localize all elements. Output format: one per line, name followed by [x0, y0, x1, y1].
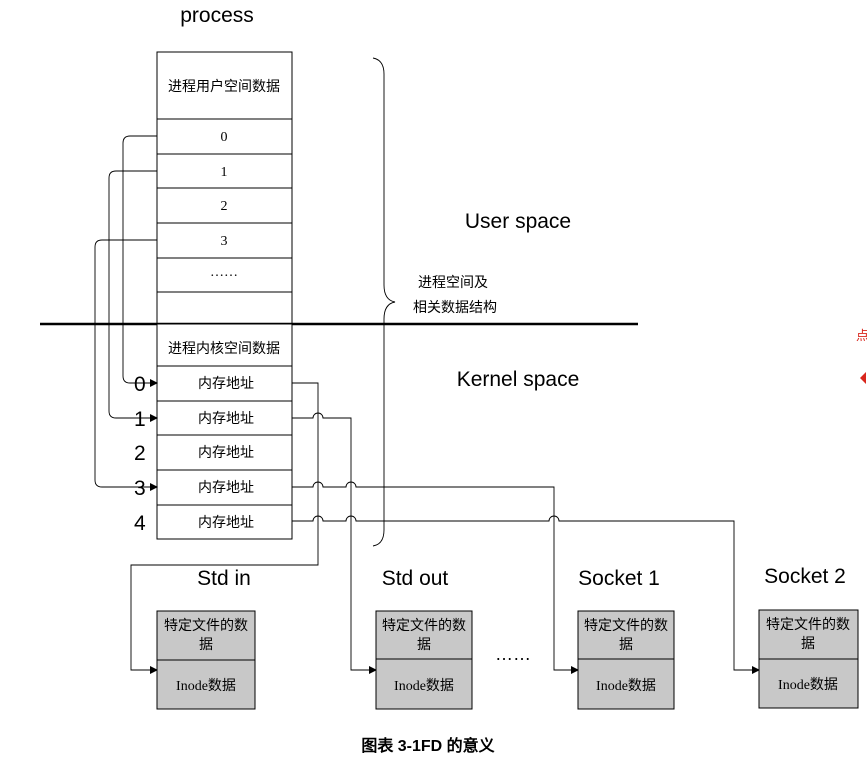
- process-title: process: [180, 4, 254, 27]
- edge-diamond-icon: [860, 372, 866, 384]
- fd-number: 3: [221, 234, 228, 249]
- kernel-row: [156, 365, 293, 402]
- file-data-label: 据: [199, 637, 213, 653]
- memory-address-label: 内存地址: [198, 376, 254, 392]
- user-space-label: User space: [465, 210, 571, 233]
- stdout-connector: [292, 412, 377, 674]
- inode-cell: [375, 658, 473, 710]
- fd-row: [156, 187, 293, 224]
- kernel-index: 0: [134, 373, 146, 396]
- process-space-brace: [372, 57, 396, 547]
- file-name: Socket 2: [764, 565, 846, 588]
- fd-row: [156, 257, 293, 293]
- file-connectors: [130, 382, 760, 674]
- kernel-data-cell: [156, 323, 293, 367]
- user-data-label: 进程用户空间数据: [168, 78, 280, 95]
- inode-cell: [156, 659, 256, 710]
- memory-address-label: 内存地址: [198, 445, 254, 461]
- memory-address-label: 内存地址: [198, 411, 254, 427]
- brace-label-line2: 相关数据结构: [413, 300, 497, 316]
- fd-number: 2: [221, 199, 228, 214]
- file-data-label: 特定文件的数: [584, 618, 668, 634]
- fd-number: 1: [221, 165, 228, 180]
- fd-connectors: [94, 135, 158, 491]
- file-data-label: 特定文件的数: [382, 618, 466, 634]
- file-stdin: Std in 特定文件的数 据 Inode数据: [156, 567, 256, 710]
- kernel-index: 1: [134, 408, 146, 431]
- kernel-row: [156, 469, 293, 506]
- file-name: Std in: [197, 567, 251, 590]
- file-data-label: 据: [417, 637, 431, 653]
- kernel-space-block: 进程内核空间数据 内存地址 内存地址 内存地址 内存地址 内存地址 0 1 2 …: [134, 323, 293, 540]
- fd-row: [156, 153, 293, 189]
- edge-mark-text: 点: [856, 328, 867, 343]
- memory-address-label: 内存地址: [198, 480, 254, 496]
- file-name: Socket 1: [578, 567, 660, 590]
- file-data-label: 特定文件的数: [766, 617, 850, 633]
- inode-label: Inode数据: [176, 678, 236, 694]
- inode-label: Inode数据: [778, 677, 838, 693]
- files-ellipsis: ……: [495, 644, 531, 664]
- inode-cell: [577, 658, 675, 710]
- brace-label-line1: 进程空间及: [418, 275, 488, 291]
- kernel-space-label: Kernel space: [457, 368, 580, 391]
- file-data-label: 特定文件的数: [164, 618, 248, 634]
- kernel-data-label: 进程内核空间数据: [168, 341, 280, 357]
- socket2-connector: [292, 515, 760, 674]
- socket1-connector: [292, 481, 579, 674]
- user-data-cell: [156, 51, 293, 120]
- file-data-cell: [577, 610, 675, 660]
- file-socket2: Socket 2 特定文件的数 据 Inode数据: [758, 565, 859, 709]
- memory-address-label: 内存地址: [198, 515, 254, 531]
- file-name: Std out: [382, 567, 449, 590]
- kernel-row: [156, 504, 293, 540]
- file-data-label: 据: [801, 636, 815, 652]
- kernel-index: 3: [134, 477, 146, 500]
- fd1-connector: [108, 170, 158, 422]
- kernel-row: [156, 434, 293, 471]
- user-space-block: 进程用户空间数据 0 1 2 3 ……: [156, 51, 293, 325]
- file-data-cell: [375, 610, 473, 660]
- fd0-connector: [122, 135, 158, 387]
- kernel-index: 4: [134, 512, 146, 535]
- figure-caption: 图表 3-1FD 的意义: [361, 736, 494, 755]
- inode-label: Inode数据: [596, 678, 656, 694]
- inode-cell: [758, 658, 859, 709]
- stdin-connector: [130, 382, 319, 674]
- kernel-index: 2: [134, 442, 146, 465]
- fd3-connector: [94, 239, 158, 491]
- fd-number: 0: [221, 130, 228, 145]
- fd-ellipsis: ……: [210, 265, 238, 280]
- file-data-label: 据: [619, 637, 633, 653]
- fd-row: [156, 118, 293, 155]
- file-data-cell: [156, 610, 256, 661]
- file-stdout: Std out 特定文件的数 据 Inode数据: [375, 567, 473, 710]
- empty-cell: [156, 291, 293, 325]
- file-data-cell: [758, 609, 859, 660]
- file-socket1: Socket 1 特定文件的数 据 Inode数据: [577, 567, 675, 710]
- inode-label: Inode数据: [394, 678, 454, 694]
